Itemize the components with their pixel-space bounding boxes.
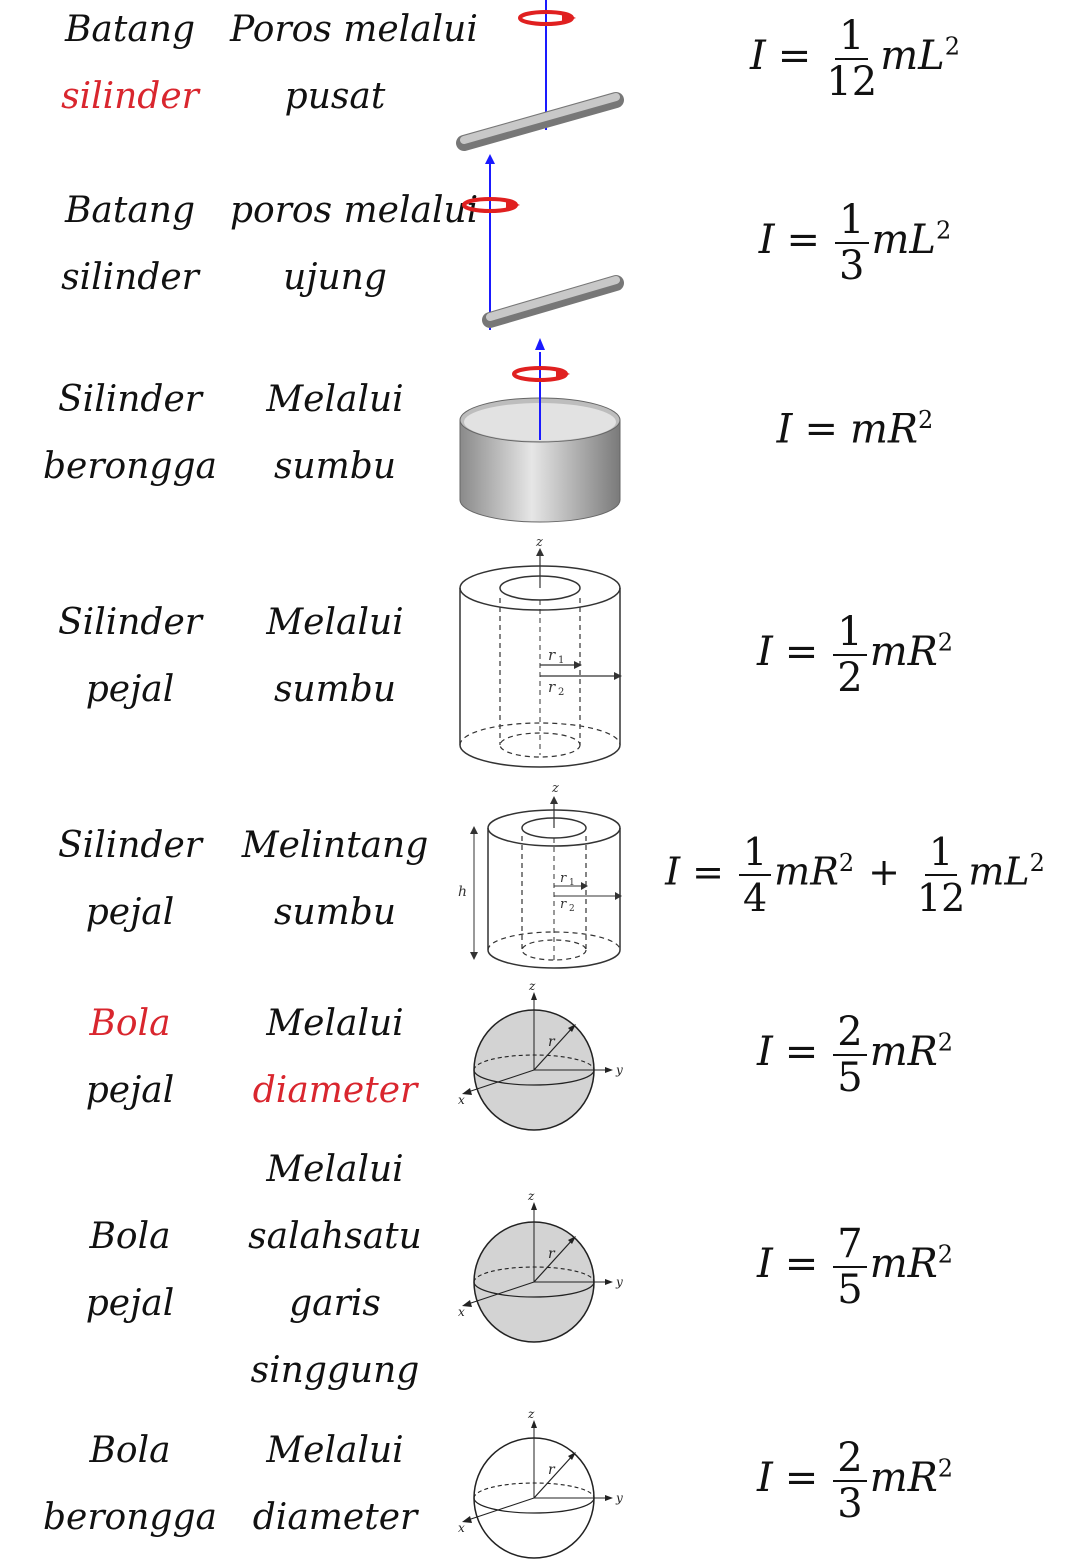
axis-line: sumbu bbox=[273, 669, 397, 710]
y-axis-label: y bbox=[615, 1063, 623, 1077]
axis-description: Melalui sumbu bbox=[230, 366, 440, 500]
object-line: Batang bbox=[64, 190, 196, 231]
axis-line: singgung bbox=[250, 1350, 420, 1391]
z-axis-label: z bbox=[528, 980, 536, 993]
formula: I=mR2 bbox=[776, 406, 934, 453]
solid-sphere-diameter-figure: z y x r bbox=[458, 980, 623, 1131]
r1-label: r bbox=[560, 871, 567, 886]
object-line: silinder bbox=[61, 76, 199, 117]
axis-line: Melalui bbox=[266, 1430, 404, 1471]
rod-center-axis-figure bbox=[456, 0, 624, 180]
svg-text:1: 1 bbox=[569, 878, 575, 888]
axis-line: Melalui bbox=[266, 1003, 404, 1044]
object-line: Silinder bbox=[58, 825, 202, 866]
y-axis-label: y bbox=[615, 1491, 623, 1505]
axis-line: ujung bbox=[283, 257, 387, 298]
axis-line: Melalui bbox=[266, 379, 404, 420]
solid-sphere-tangent-figure: z y x r bbox=[458, 1190, 623, 1343]
hollow-sphere-figure: z y x r bbox=[458, 1410, 623, 1559]
table-row: Silinder pejal Melintang sumbu z h r 1 r… bbox=[0, 780, 1080, 980]
axis-line: Melalui bbox=[266, 602, 404, 643]
table-row: Silinder pejal Melalui sumbu z r 1 r 2 I… bbox=[0, 530, 1080, 780]
z-axis-label: z bbox=[527, 1410, 535, 1421]
radius-label: r bbox=[548, 1462, 556, 1478]
table-row: Silinder berongga Melalui sumbu I=mR2 bbox=[0, 330, 1080, 530]
rod-end-axis-figure bbox=[462, 180, 624, 330]
table-row: Bola berongga Melalui diameter z y x r I… bbox=[0, 1410, 1080, 1564]
axis-description: Melintang sumbu bbox=[230, 812, 440, 946]
object-line: Bola bbox=[89, 1216, 171, 1257]
x-axis-label: x bbox=[458, 1305, 465, 1319]
z-axis-label: z bbox=[535, 535, 543, 550]
object-name: Bola pejal bbox=[30, 990, 230, 1124]
axis-line: sumbu bbox=[273, 892, 397, 933]
svg-text:2: 2 bbox=[558, 687, 564, 698]
object-line: Bola bbox=[89, 1430, 171, 1471]
axis-line: diameter bbox=[252, 1070, 418, 1111]
axis-description: Poros melalui pusat bbox=[230, 0, 478, 130]
x-axis-label: x bbox=[458, 1521, 465, 1535]
y-axis-label: y bbox=[615, 1275, 623, 1289]
axis-line: sumbu bbox=[273, 446, 397, 487]
axis-line: garis bbox=[289, 1283, 381, 1324]
object-line: Silinder bbox=[58, 379, 202, 420]
radius-label: r bbox=[548, 1246, 556, 1262]
svg-text:1: 1 bbox=[558, 655, 564, 666]
object-line: pejal bbox=[85, 669, 175, 710]
r2-label: r bbox=[560, 897, 567, 912]
object-name: Batang silinder bbox=[30, 0, 230, 130]
thick-cylinder-transverse-figure: z h r 1 r 2 bbox=[458, 781, 622, 969]
z-axis-label: z bbox=[551, 781, 559, 796]
object-name: Silinder berongga bbox=[30, 366, 230, 500]
h-label: h bbox=[458, 884, 467, 900]
axis-description: Melalui sumbu bbox=[230, 589, 440, 723]
r2-label: r bbox=[548, 678, 556, 696]
hollow-cylinder-figure bbox=[459, 338, 621, 523]
thick-cylinder-figure: z r 1 r 2 bbox=[459, 535, 622, 768]
object-name: Bola berongga bbox=[30, 1417, 230, 1551]
axis-description: poros melalui ujung bbox=[230, 177, 479, 311]
axis-description: Melalui diameter bbox=[230, 1417, 440, 1551]
object-line: berongga bbox=[43, 446, 217, 487]
object-line: Bola bbox=[89, 1003, 171, 1044]
svg-text:2: 2 bbox=[569, 904, 575, 914]
table-row: Bola pejal Melalui salahsatu garis singg… bbox=[0, 1140, 1080, 1410]
object-line: berongga bbox=[43, 1497, 217, 1538]
axis-line: Melintang bbox=[241, 825, 429, 866]
object-line: Silinder bbox=[58, 602, 202, 643]
r1-label: r bbox=[548, 646, 556, 664]
axis-line: poros melalui bbox=[230, 190, 479, 231]
axis-line: diameter bbox=[252, 1497, 418, 1538]
object-line: pejal bbox=[85, 1070, 175, 1111]
axis-line: Poros melalui bbox=[230, 9, 478, 50]
axis-line: salahsatu bbox=[248, 1216, 422, 1257]
object-line: Batang bbox=[64, 9, 196, 50]
object-line: pejal bbox=[85, 1283, 175, 1324]
z-axis-label: z bbox=[527, 1190, 535, 1203]
object-name: Bola pejal bbox=[30, 1203, 230, 1337]
object-name: Silinder pejal bbox=[30, 589, 230, 723]
radius-label: r bbox=[548, 1034, 556, 1050]
object-name: Batang silinder bbox=[30, 177, 230, 311]
object-line: pejal bbox=[85, 892, 175, 933]
axis-description: Melalui salahsatu garis singgung bbox=[230, 1136, 440, 1404]
object-name: Silinder pejal bbox=[30, 812, 230, 946]
x-axis-label: x bbox=[458, 1093, 465, 1107]
axis-line: Melalui bbox=[266, 1149, 404, 1190]
axis-line: pusat bbox=[284, 76, 386, 117]
object-line: silinder bbox=[61, 257, 199, 298]
axis-description: Melalui diameter bbox=[230, 990, 440, 1124]
